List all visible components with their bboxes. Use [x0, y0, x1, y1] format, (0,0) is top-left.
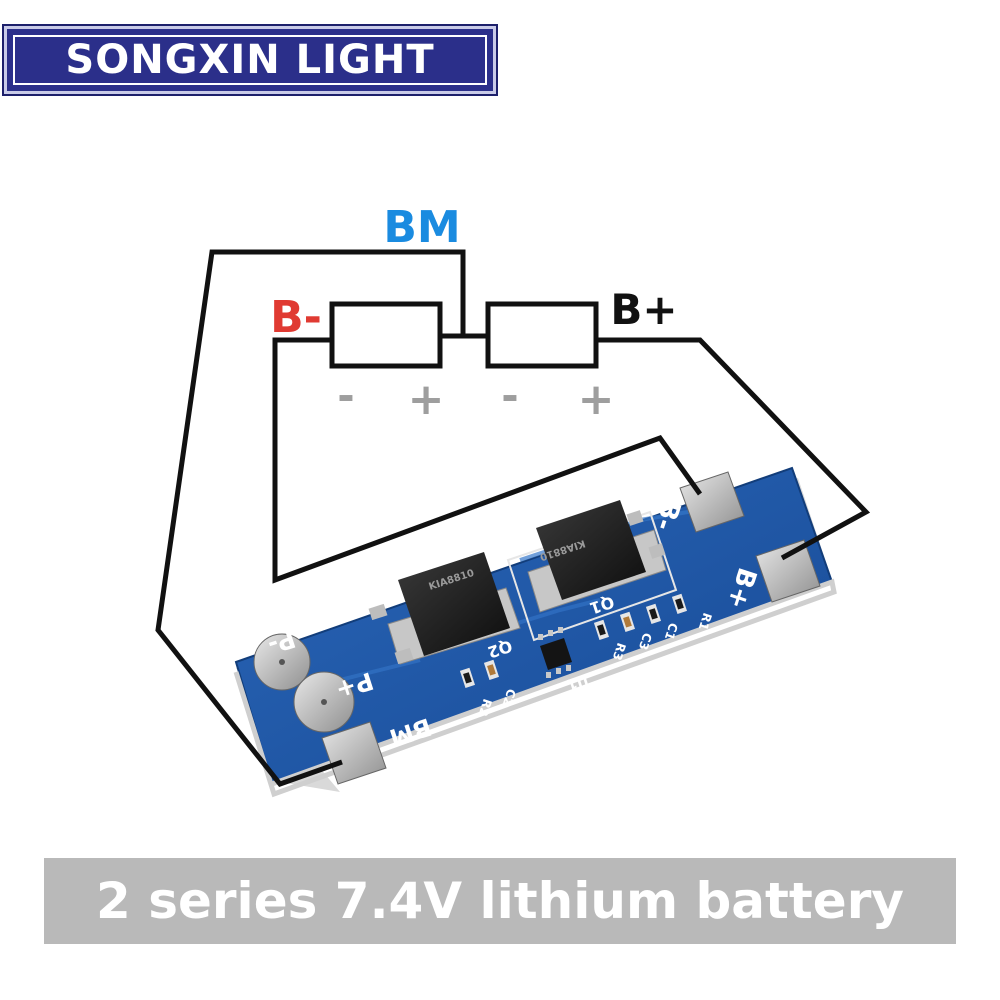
- cell1-negative-sign: -: [337, 371, 354, 420]
- cell2-positive-sign: +: [578, 374, 615, 425]
- pad-bm: [321, 721, 387, 785]
- caption-band: [44, 858, 956, 944]
- silk-c2: C2: [500, 687, 519, 708]
- pad-p-minus: [253, 633, 311, 691]
- cell1-positive-sign: +: [408, 374, 445, 425]
- silk-r2: R2: [476, 697, 495, 718]
- wire-b-minus: [272, 337, 703, 584]
- silk-c1: C1: [662, 621, 681, 642]
- silk-r1: R1: [696, 611, 715, 632]
- smd-components: [459, 593, 687, 688]
- caption-text: 2 series 7.4V lithium battery: [96, 872, 904, 930]
- silk-u1: U1: [565, 670, 590, 692]
- brand-logo: SONGXIN LIGHT: [2, 24, 498, 96]
- battery-cell-1: [329, 301, 443, 369]
- ic-u1: [538, 627, 572, 678]
- wire-b-plus: [596, 337, 871, 561]
- cell2-negative-sign: -: [501, 371, 518, 420]
- pad-p-plus: [293, 671, 355, 733]
- label-b-plus: B+: [610, 285, 677, 334]
- mosfet-q2: KIA8810: [368, 552, 521, 665]
- silk-r3: R3: [610, 641, 629, 662]
- silk-c3: C3: [636, 631, 655, 652]
- label-b-minus: B-: [270, 292, 322, 343]
- pad-b-plus: [755, 539, 821, 603]
- wire-bm: [155, 249, 466, 787]
- mosfet-q1: KIA8810: [527, 500, 667, 613]
- label-bm: BM: [383, 202, 460, 253]
- wires: [155, 249, 871, 787]
- battery-cell-2: [485, 301, 599, 369]
- brand-logo-text: SONGXIN LIGHT: [65, 37, 435, 83]
